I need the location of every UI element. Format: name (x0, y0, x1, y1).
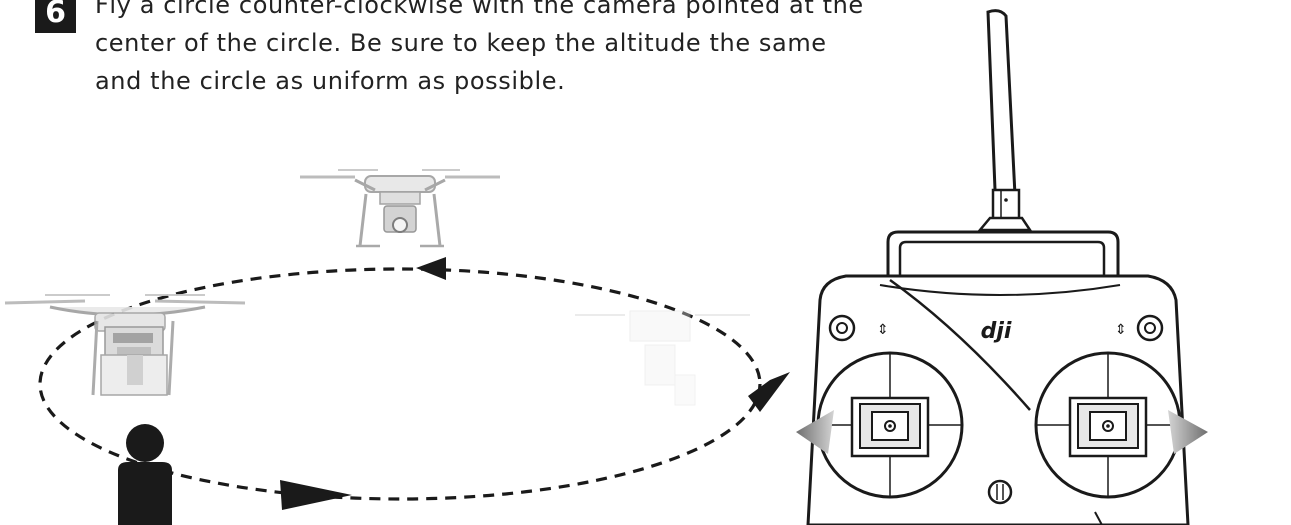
ghost-drone-icon (575, 311, 750, 405)
left-control-stick (818, 353, 962, 497)
person-silhouette-icon (118, 424, 172, 525)
quadcopter-drone-icon (300, 170, 500, 246)
svg-text:⇕: ⇕ (877, 322, 889, 338)
remote-controller-icon: ⇕ ⇕ (796, 11, 1208, 525)
path-arrow-top (416, 257, 446, 280)
svg-text:⇕: ⇕ (1115, 322, 1127, 338)
path-arrow-bottom (280, 480, 352, 510)
right-stick-arrow-icon (1168, 410, 1208, 454)
remote-brand-label: dji (981, 319, 1012, 344)
right-control-stick (1036, 353, 1180, 497)
